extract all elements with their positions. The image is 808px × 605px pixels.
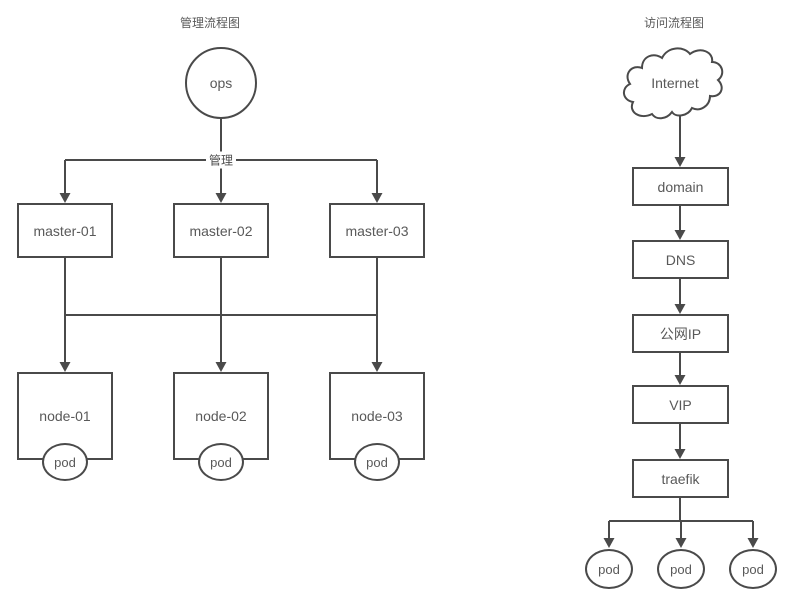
arrowhead-icon: [215, 362, 227, 372]
node-03-pod-circle: pod: [354, 443, 400, 481]
domain-box: domain: [632, 167, 729, 206]
master-02-box: master-02: [173, 203, 269, 258]
master-03-box: master-03: [329, 203, 425, 258]
right-diagram-title: 访问流程图: [643, 16, 705, 30]
arrowhead-icon: [674, 230, 686, 240]
dns-box: DNS: [632, 240, 729, 279]
node-02-pod-circle: pod: [198, 443, 244, 481]
public-ip-box: 公网IP: [632, 314, 729, 353]
arrowhead-icon: [747, 538, 759, 548]
arrowhead-icon: [674, 375, 686, 385]
right-pod-circle-2: pod: [657, 549, 705, 589]
arrowhead-icon: [675, 538, 687, 548]
ops-circle: ops: [185, 47, 257, 119]
arrowhead-icon: [603, 538, 615, 548]
arrowhead-icon: [674, 157, 686, 167]
master-01-box: master-01: [17, 203, 113, 258]
arrowhead-icon: [59, 193, 71, 203]
arrowhead-icon: [674, 304, 686, 314]
left-diagram-edges: [59, 119, 383, 372]
right-pod-circle-3: pod: [729, 549, 777, 589]
arrowhead-icon: [215, 193, 227, 203]
left-diagram-title: 管理流程图: [179, 16, 241, 30]
arrowhead-icon: [371, 362, 383, 372]
arrowhead-icon: [59, 362, 71, 372]
node-01-pod-circle: pod: [42, 443, 88, 481]
internet-cloud-label: Internet: [651, 75, 699, 91]
manage-edge-label: 管理: [205, 151, 237, 169]
right-diagram-edges: [603, 115, 759, 548]
internet-cloud-icon: [623, 47, 724, 120]
vip-box: VIP: [632, 385, 729, 424]
right-pod-circle-1: pod: [585, 549, 633, 589]
traefik-box: traefik: [632, 459, 729, 498]
arrowhead-icon: [674, 449, 686, 459]
arrowhead-icon: [371, 193, 383, 203]
